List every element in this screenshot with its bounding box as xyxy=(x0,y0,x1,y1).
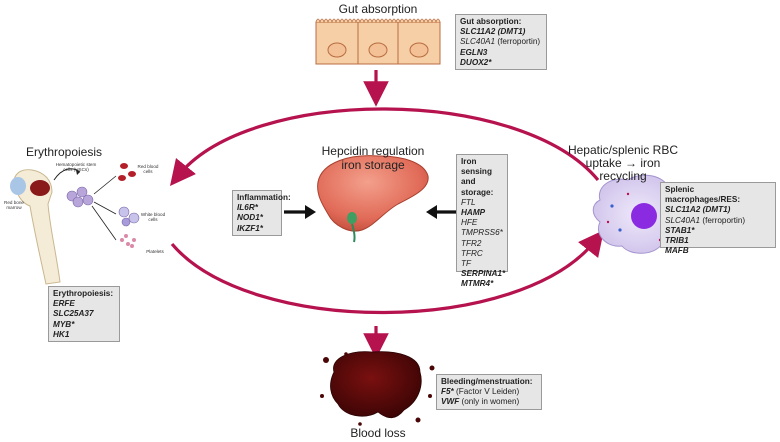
gene-item: SLC11A2 (DMT1) xyxy=(665,205,731,215)
gene-item: TRIB1 xyxy=(665,236,689,246)
hscs-label: Hematopoietic stem cells (HSCs) xyxy=(55,162,97,172)
gene-item: SLC25A37 xyxy=(53,309,94,319)
gene-item: MTMR4* xyxy=(461,279,494,289)
gene-note: (ferroportin) xyxy=(700,215,746,225)
gene-item: IL6R* xyxy=(237,203,258,213)
gene-item: SLC11A2 (DMT1) xyxy=(460,27,526,37)
hepcidin-title-line1: Hepcidin regulation xyxy=(321,144,425,158)
gene-item: STAB1* xyxy=(665,225,695,235)
box-header: Bleeding/menstruation: xyxy=(441,377,533,386)
gene-item: SERPINA1* xyxy=(461,269,506,279)
gut-absorption-title: Gut absorption xyxy=(338,2,418,16)
box-header: Erythropoiesis: xyxy=(53,289,114,298)
hepcidin-title-line2: iron storage xyxy=(341,158,405,172)
wbc-label: White blood cells xyxy=(140,212,166,222)
bleeding-box: Bleeding/menstruation: F5* (Factor V Lei… xyxy=(436,374,542,410)
upper-cycle-arrow xyxy=(169,107,600,186)
gene-item: TFR2 xyxy=(461,238,482,248)
gene-symbol: VWF xyxy=(441,397,460,407)
gene-symbol: SLC40A1 xyxy=(460,37,496,47)
gene-item: DUOX2* xyxy=(460,57,492,67)
enterocytes-illustration xyxy=(315,18,441,65)
iron-sensing-box: Iron sensing and storage: FTL HAMP HFE T… xyxy=(456,154,508,288)
box-header-line2: and storage: xyxy=(461,177,494,197)
gene-item: HFE xyxy=(461,218,478,228)
inflammation-box: Inflammation: IL6R* NOD1* IKZF1* xyxy=(232,190,291,236)
gene-item: HK1 xyxy=(53,329,70,339)
platelets-label: Platelets xyxy=(146,249,164,254)
gene-item: SLC40A1 (ferroportin) xyxy=(665,216,771,226)
erythropoiesis-box: Erythropoiesis: ERFE SLC25A37 MYB* HK1 xyxy=(48,286,120,342)
gene-item: FTL xyxy=(461,197,476,207)
gene-item: F5* (Factor V Leiden) xyxy=(441,387,537,397)
gene-item: NOD1* xyxy=(237,213,263,223)
gene-item: TFRC xyxy=(461,248,483,258)
gene-item: SLC40A1 (ferroportin) xyxy=(460,37,542,47)
blood-loss-title: Blood loss xyxy=(350,426,406,440)
gene-note: (Factor V Leiden) xyxy=(453,387,520,397)
gene-item: VWF (only in women) xyxy=(441,397,537,407)
gene-item: MYB* xyxy=(53,319,75,329)
erythropoiesis-title: Erythropoiesis xyxy=(25,145,103,159)
gene-note: (only in women) xyxy=(459,397,520,407)
inflammation-arrowhead xyxy=(305,205,316,219)
rbc-label: Red blood cells xyxy=(137,164,159,174)
gene-item: MAFB xyxy=(665,246,689,256)
gene-note: (ferroportin) xyxy=(495,37,541,47)
liver-illustration xyxy=(317,155,429,243)
box-header: Splenic macrophages/RES: xyxy=(665,185,741,205)
red-bone-marrow-label: Red bone marrow xyxy=(4,200,24,210)
splenic-macrophages-box: Splenic macrophages/RES: SLC11A2 (DMT1) … xyxy=(660,182,776,255)
hepatic-title-line2: uptake → iron xyxy=(585,156,661,170)
gene-item: ERFE xyxy=(53,299,75,309)
hepatic-title-line1: Hepatic/splenic RBC xyxy=(567,143,679,157)
lower-cycle-arrow xyxy=(170,229,604,315)
gene-symbol: SLC40A1 xyxy=(665,215,701,225)
box-header: Inflammation: xyxy=(237,193,291,202)
bone-marrow-illustration xyxy=(10,163,140,285)
gene-item: EGLN3 xyxy=(460,47,488,57)
gene-item: IKZF1* xyxy=(237,223,263,233)
gut-absorption-box: Gut absorption: SLC11A2 (DMT1) SLC40A1 (… xyxy=(455,14,547,70)
gene-symbol: F5* xyxy=(441,387,454,397)
gene-item: TMPRSS6* xyxy=(461,228,503,238)
hepatic-title-line3: recycling xyxy=(599,169,647,183)
gene-item: HAMP xyxy=(461,208,486,218)
gene-item: TF xyxy=(461,259,472,269)
box-header: Gut absorption: xyxy=(460,17,522,26)
iron-sensing-arrowhead xyxy=(426,205,437,219)
blood-pool-illustration xyxy=(320,351,435,426)
box-header-line1: Iron sensing xyxy=(461,157,492,177)
